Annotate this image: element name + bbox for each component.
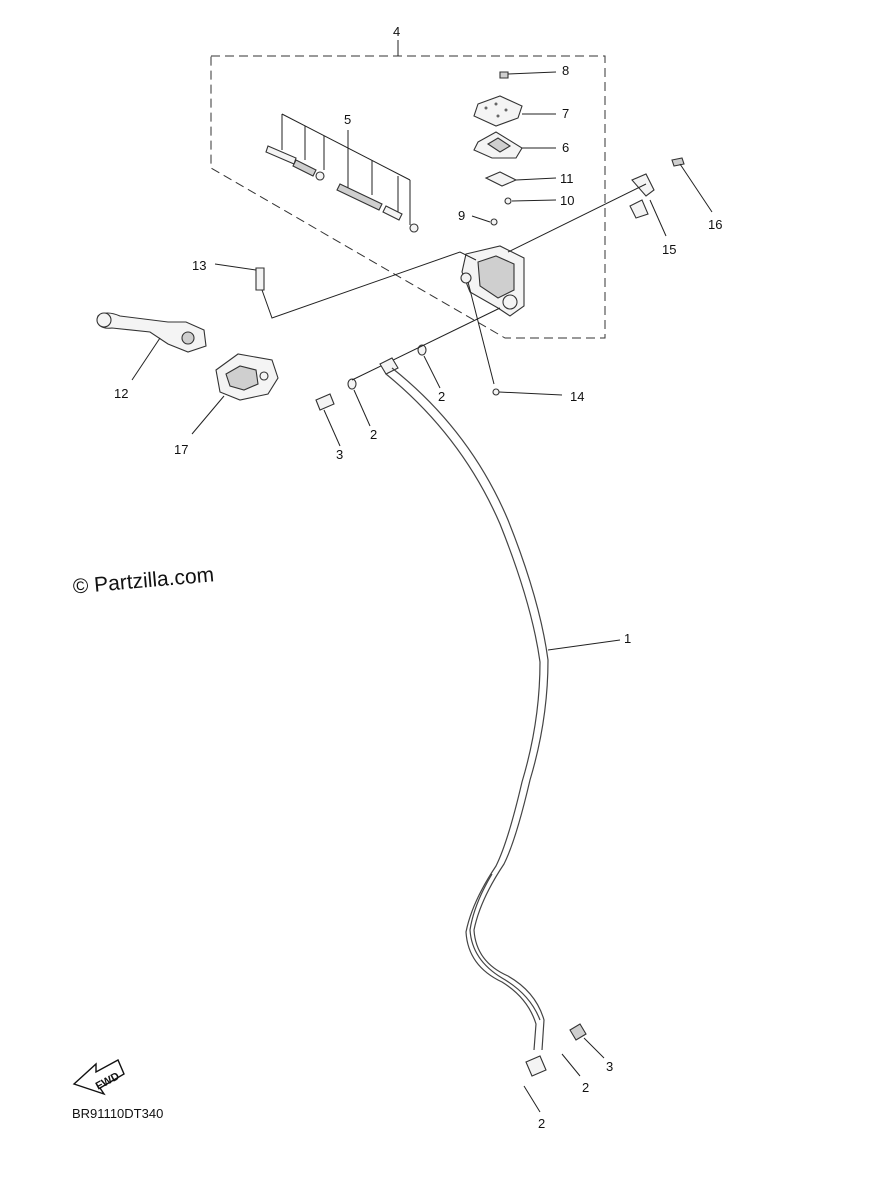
callout-2-bottom-right: 2 (582, 1080, 589, 1095)
leader-14 (498, 391, 563, 396)
part-14-screw (492, 388, 500, 396)
part-15-holder (629, 173, 667, 237)
callout-2-bottom-left: 2 (538, 1116, 545, 1131)
callout-2-top-right: 2 (438, 389, 445, 404)
part-2-washer-bottom-b (523, 1085, 541, 1113)
leader-holder (507, 183, 647, 253)
part-1-brake-hose (379, 357, 621, 1077)
assembly-4-boundary (210, 55, 606, 339)
part-3-union-bolt-top (315, 393, 341, 447)
watermark-text: © Partzilla.com (72, 563, 215, 598)
leader-assembly-line (351, 307, 501, 381)
part-13-switch (214, 251, 477, 319)
part-7-cap (473, 95, 556, 127)
callout-10: 10 (560, 193, 574, 208)
part-9-washer (471, 215, 498, 226)
part-6-diaphragm-holder (473, 131, 556, 159)
fwd-arrow-icon: FWD (72, 1059, 125, 1096)
partzilla-watermark: © Partzilla.com (72, 563, 215, 598)
part-5-seal-kit (265, 113, 419, 233)
part-16-bolt (671, 157, 713, 213)
callout-6: 6 (562, 140, 569, 155)
callout-7: 7 (562, 106, 569, 121)
part-12-lever (96, 312, 207, 381)
callout-12: 12 (114, 386, 128, 401)
callout-14: 14 (570, 389, 584, 404)
callout-17: 17 (174, 442, 188, 457)
part-8-screw (499, 71, 557, 79)
part-2-washer-top-a (347, 378, 371, 427)
callout-1: 1 (624, 631, 631, 646)
callout-2-top-left: 2 (370, 427, 377, 442)
callout-4: 4 (393, 24, 400, 39)
callout-8: 8 (562, 63, 569, 78)
leader-14-a (467, 281, 495, 385)
part-10-float (504, 197, 557, 205)
master-cylinder-body (460, 245, 525, 317)
callout-11: 11 (560, 171, 574, 186)
diagram-code: BR91110DT340 (72, 1106, 163, 1121)
part-3-union-bolt-bottom (569, 1023, 605, 1059)
part-2-washer-top-b (417, 344, 441, 389)
callout-3-bottom: 3 (606, 1059, 613, 1074)
callout-13: 13 (192, 258, 206, 273)
part-17-switch-assembly (191, 353, 279, 435)
callout-16: 16 (708, 217, 722, 232)
callout-15: 15 (662, 242, 676, 257)
callout-3-top: 3 (336, 447, 343, 462)
part-2-washer-bottom-a (561, 1053, 581, 1077)
callout-5: 5 (344, 112, 351, 127)
part-11-diaphragm (484, 171, 557, 187)
callout-9: 9 (458, 208, 465, 223)
